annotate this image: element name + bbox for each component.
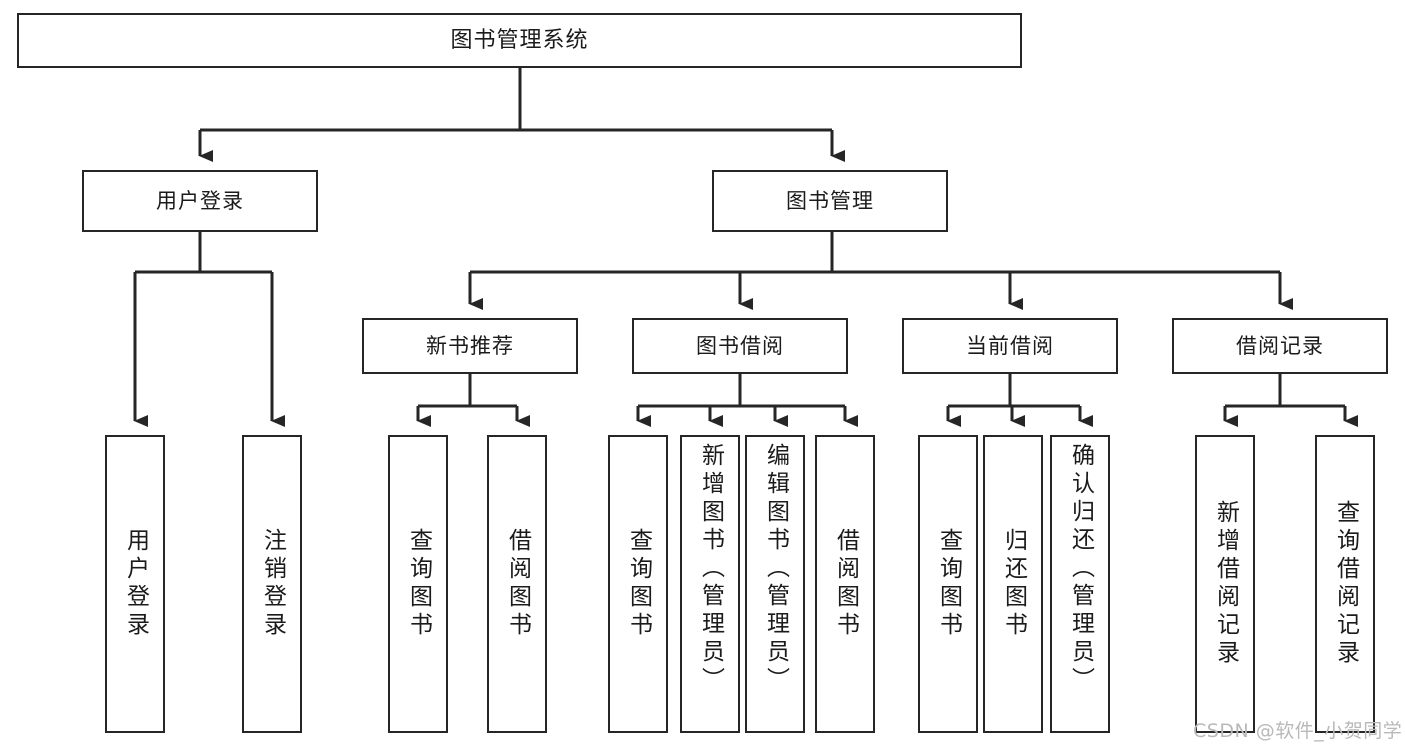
node-label: 图书管理系统 [450, 27, 589, 53]
node-label: 图书借阅 [696, 333, 784, 358]
node-label: 查询图书 [625, 528, 652, 640]
node-leaf-user-login[interactable]: 用户登录 [105, 435, 165, 733]
node-current-borrow[interactable]: 当前借阅 [902, 318, 1118, 374]
node-label: 当前借阅 [966, 333, 1054, 358]
node-leaf-query-book-1[interactable]: 查询图书 [388, 435, 448, 733]
node-leaf-query-book-2[interactable]: 查询图书 [608, 435, 668, 733]
node-label: 用户登录 [122, 528, 149, 640]
node-leaf-logout[interactable]: 注销登录 [242, 435, 302, 733]
node-leaf-query-book-3[interactable]: 查询图书 [918, 435, 978, 733]
node-leaf-add-book[interactable]: 新增图书（管理员） [680, 435, 740, 733]
node-label: 新增借阅记录 [1212, 500, 1239, 668]
node-book-borrow[interactable]: 图书借阅 [632, 318, 848, 374]
node-leaf-edit-book[interactable]: 编辑图书（管理员） [745, 435, 805, 733]
node-label: 编辑图书（管理员） [762, 443, 789, 695]
csdn-watermark: CSDN @软件_小贺同学 [1193, 720, 1403, 742]
node-label: 查询借阅记录 [1332, 500, 1359, 668]
node-leaf-borrow-book-2[interactable]: 借阅图书 [815, 435, 875, 733]
node-label: 新书推荐 [426, 333, 514, 358]
node-book-manage[interactable]: 图书管理 [712, 170, 948, 232]
node-borrow-record[interactable]: 借阅记录 [1172, 318, 1388, 374]
node-new-book-recommend[interactable]: 新书推荐 [362, 318, 578, 374]
node-label: 查询图书 [935, 528, 962, 640]
node-label: 注销登录 [259, 528, 286, 640]
node-root-system[interactable]: 图书管理系统 [17, 13, 1022, 68]
node-label: 借阅记录 [1236, 333, 1324, 358]
node-label: 图书管理 [786, 188, 874, 213]
node-label: 新增图书（管理员） [697, 443, 724, 695]
node-label: 借阅图书 [504, 528, 531, 640]
node-leaf-query-record[interactable]: 查询借阅记录 [1315, 435, 1375, 733]
node-user-login[interactable]: 用户登录 [82, 170, 318, 232]
node-leaf-return-book[interactable]: 归还图书 [983, 435, 1043, 733]
node-label: 归还图书 [1000, 528, 1027, 640]
node-label: 确认归还（管理员） [1067, 443, 1094, 695]
node-leaf-borrow-book-1[interactable]: 借阅图书 [487, 435, 547, 733]
node-label: 查询图书 [405, 528, 432, 640]
node-leaf-add-record[interactable]: 新增借阅记录 [1195, 435, 1255, 733]
node-leaf-confirm-return[interactable]: 确认归还（管理员） [1050, 435, 1110, 733]
node-label: 借阅图书 [832, 528, 859, 640]
node-label: 用户登录 [156, 188, 244, 213]
